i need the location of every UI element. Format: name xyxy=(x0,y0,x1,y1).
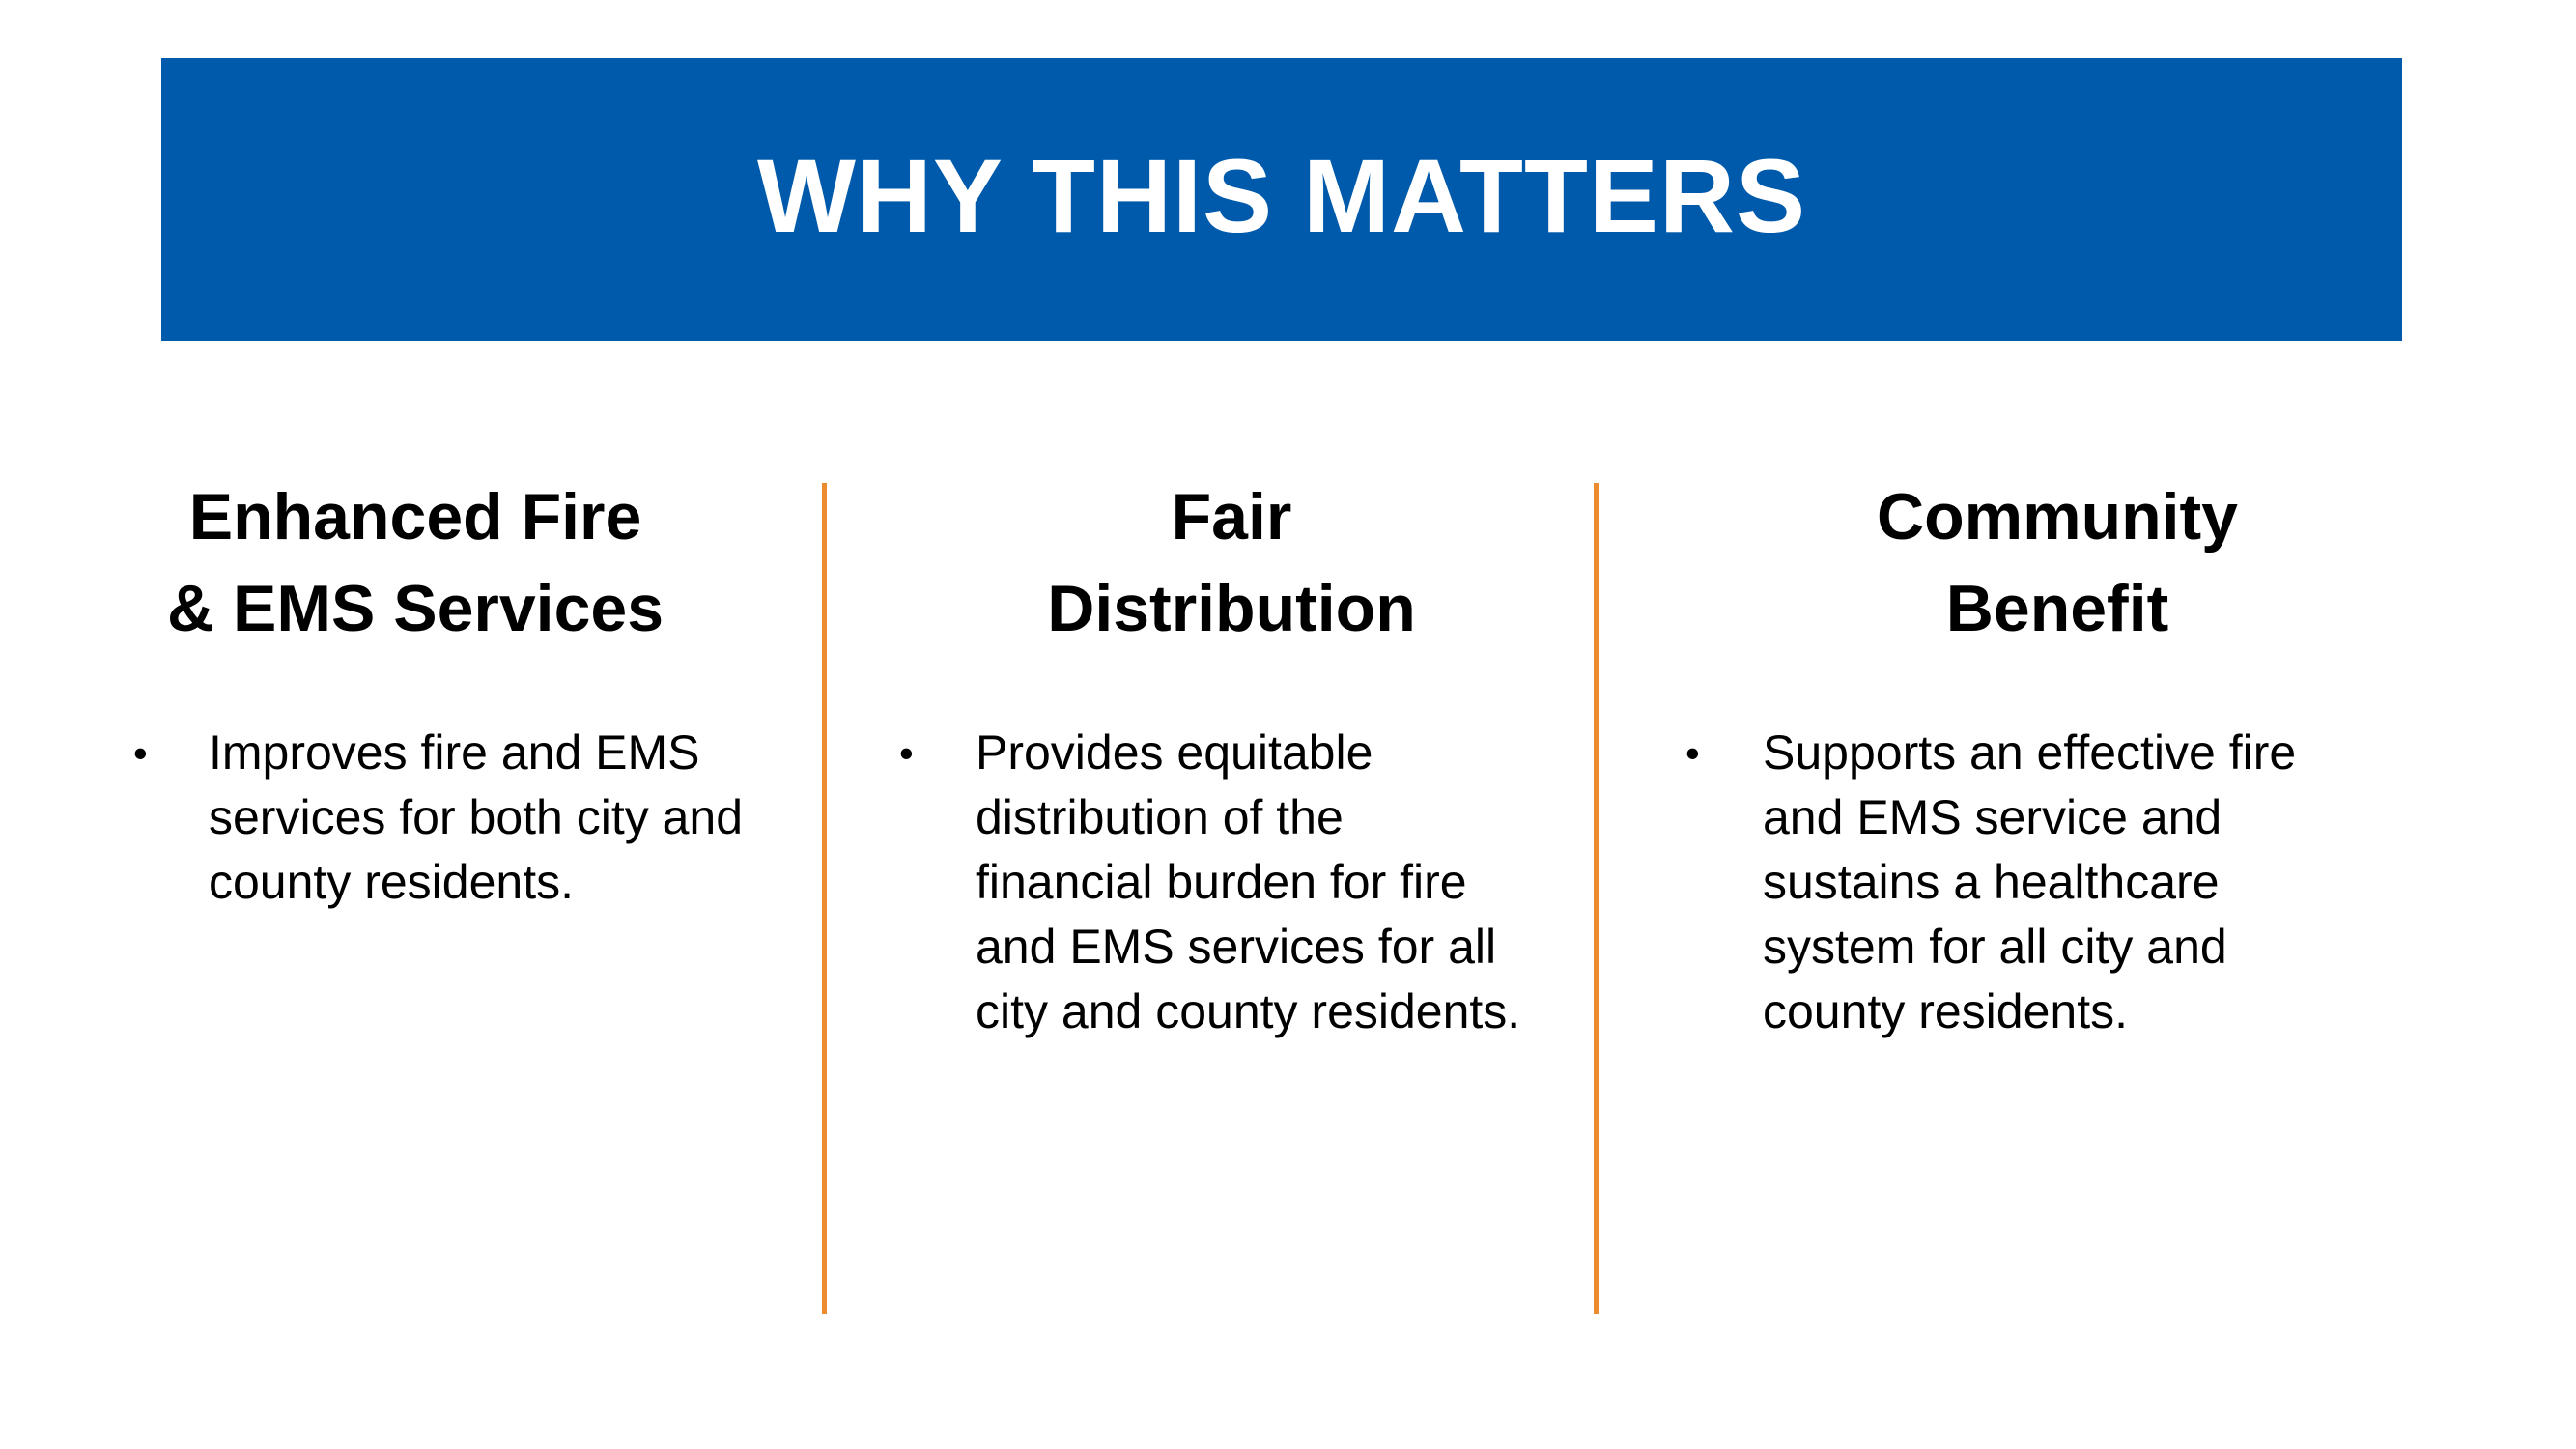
bullet-icon: • xyxy=(133,730,148,776)
page-title: WHY THIS MATTERS xyxy=(757,136,1806,254)
bullet-list: • Provides equitable distribution of the… xyxy=(893,721,1589,1044)
bullet-list: • Improves fire and EMS services for bot… xyxy=(126,721,821,915)
column-community-benefit: Community Benefit • Supports an effectiv… xyxy=(1685,471,2439,1044)
bullet-text-line: and EMS service and xyxy=(1763,790,2222,844)
bullet-text-line: and EMS services for all xyxy=(976,920,1497,974)
bullet-text-line: Improves fire and EMS xyxy=(209,725,700,780)
bullet-item: • Improves fire and EMS services for bot… xyxy=(126,721,821,915)
bullet-text-line: system for all city and xyxy=(1763,920,2227,974)
column-heading-line: Community xyxy=(1877,480,2238,554)
bullet-text: Provides equitable distribution of the f… xyxy=(976,721,1589,1044)
bullet-text-line: county residents. xyxy=(209,855,574,909)
bullet-item: • Supports an effective fire and EMS ser… xyxy=(1685,721,2439,1044)
bullet-text: Improves fire and EMS services for both … xyxy=(209,721,821,915)
title-banner: WHY THIS MATTERS xyxy=(161,58,2402,341)
column-divider-right xyxy=(1594,483,1599,1314)
bullet-text-line: Provides equitable xyxy=(976,725,1373,780)
bullet-icon: • xyxy=(1685,730,1700,776)
bullet-text-line: Supports an effective fire xyxy=(1763,725,2297,780)
column-heading: Fair Distribution xyxy=(884,471,1579,655)
bullet-text-line: city and county residents. xyxy=(976,984,1521,1038)
column-heading-line: & EMS Services xyxy=(166,572,665,645)
bullet-text-line: county residents. xyxy=(1763,984,2128,1038)
bullet-text-line: financial burden for fire xyxy=(976,855,1467,909)
column-heading: Enhanced Fire & EMS Services xyxy=(58,471,811,655)
column-enhanced-services: Enhanced Fire & EMS Services • Improves … xyxy=(126,471,821,915)
column-fair-distribution: Fair Distribution • Provides equitable d… xyxy=(893,471,1589,1044)
bullet-text-line: distribution of the xyxy=(976,790,1344,844)
column-heading-line: Distribution xyxy=(1047,572,1416,645)
column-heading: Community Benefit xyxy=(1685,471,2429,655)
bullet-item: • Provides equitable distribution of the… xyxy=(893,721,1589,1044)
bullet-text: Supports an effective fire and EMS servi… xyxy=(1763,721,2439,1044)
column-heading-line: Enhanced Fire xyxy=(188,480,642,554)
column-divider-left xyxy=(822,483,827,1314)
bullet-icon: • xyxy=(899,730,914,776)
bullet-text-line: sustains a healthcare xyxy=(1763,855,2220,909)
column-heading-line: Fair xyxy=(1171,480,1292,554)
column-heading-line: Benefit xyxy=(1945,572,2169,645)
bullet-text-line: services for both city and xyxy=(209,790,744,844)
bullet-list: • Supports an effective fire and EMS ser… xyxy=(1685,721,2439,1044)
